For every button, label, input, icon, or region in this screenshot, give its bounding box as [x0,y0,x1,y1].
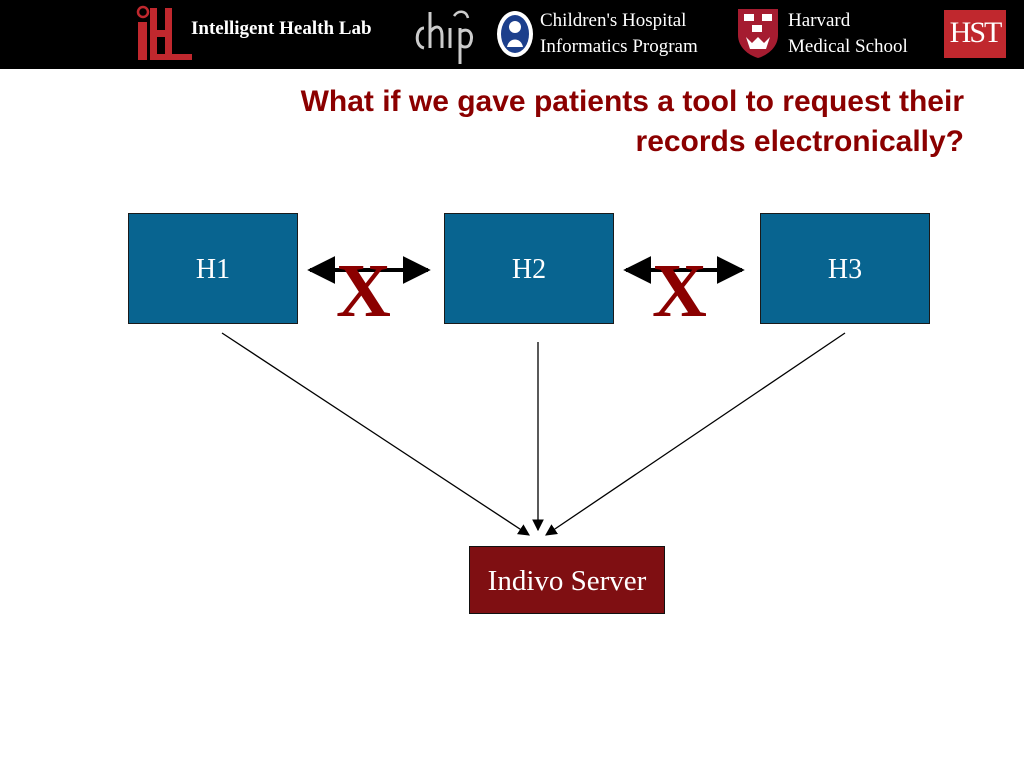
header-banner: Intelligent Health Lab Children's Hospit… [0,0,1024,69]
blocked-x-h2-h3: X [652,249,707,333]
harvard-shield-icon [738,9,778,58]
chip-name: Children's Hospital Informatics Program [540,8,698,60]
hospital-box-h1: H1 [128,213,298,324]
chip-line2: Informatics Program [540,36,698,57]
hst-logo-icon: HST [944,10,1006,58]
ihl-logo-icon [136,5,192,60]
slide-title-line1: What if we gave patients a tool to reque… [300,85,964,118]
hst-logo-text: HST [949,16,1003,49]
lab-name: Intelligent Health Lab [191,18,372,39]
indivo-server-box: Indivo Server [469,546,665,614]
hms-name: Harvard Medical School [788,8,908,60]
hms-line1: Harvard [788,10,851,31]
chip-logo-icon [415,10,474,64]
childrens-hospital-seal-icon [497,11,533,57]
hospital-box-h3: H3 [760,213,930,324]
hms-line2: Medical School [788,36,908,57]
slide-title-line2: records electronically? [635,125,964,158]
arrow-h1-to-server [221,332,530,536]
hospital-box-h2: H2 [444,213,614,324]
arrow-h3-to-server [545,332,846,536]
blocked-x-h1-h2: X [336,249,391,333]
chip-line1: Children's Hospital [540,10,687,31]
slide-title: What if we gave patients a tool to reque… [104,82,964,162]
